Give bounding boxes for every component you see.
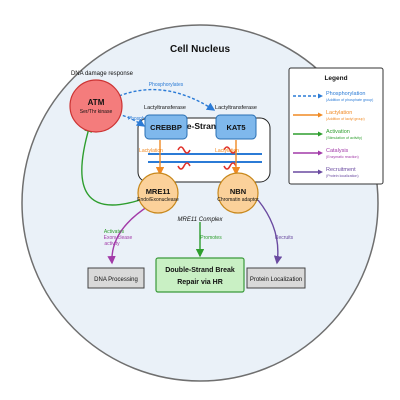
repair-line1: Double-Strand Break	[165, 267, 235, 274]
crebbp-role: Lactyltransferase	[144, 105, 186, 111]
mre11-node	[137, 172, 179, 214]
edge-label-promotes: Promotes	[200, 235, 222, 241]
dna-processing-box	[87, 267, 145, 289]
legend-desc-activation: (Stimulation of activity)	[326, 136, 362, 140]
edge-mre11-dna-processing	[107, 204, 151, 265]
legend-desc-phosphorylation: (Addition of phosphate group)	[326, 98, 373, 102]
legend-arrowhead-phosphorylation	[318, 93, 323, 99]
dna-break-left	[177, 146, 191, 170]
nbn-label: NBN	[230, 187, 246, 196]
repair-line2: Repair via HR	[177, 279, 223, 286]
mre11-label: MRE11	[146, 187, 171, 196]
dna-processing-label: DNA Processing	[94, 277, 138, 283]
legend-title: Legend	[324, 75, 347, 82]
nbn-sublabel: Chromatin adaptor	[217, 197, 259, 203]
legend-label-catalysis: Catalysis	[326, 148, 349, 154]
legend-label-phosphorylation: Phosphorylation	[326, 91, 365, 97]
edge-label-crebbp-lact: Lactylation	[139, 148, 163, 154]
edge-label-atm-kat5: Phosphorylates	[149, 82, 184, 88]
kat5-label: KAT5	[226, 123, 245, 132]
legend-label-lactylation: Lactylation	[326, 110, 352, 116]
dsb-box-label: Double-Strand Break	[163, 121, 248, 131]
kat5-node	[215, 114, 257, 140]
repair-box	[155, 257, 245, 293]
edge-label-activity: activity	[104, 241, 120, 247]
crebbp-node	[144, 114, 188, 140]
atm-context: DNA damage response	[71, 71, 134, 77]
complex-label: MRE11 Complex	[178, 217, 224, 223]
edge-label-recruits: Recruits	[275, 235, 294, 241]
edge-nbn-localization	[257, 199, 283, 265]
nucleus-title: Cell Nucleus	[170, 44, 230, 55]
legend-arrowhead-lactylation	[318, 112, 323, 118]
legend: Legend Phosphorylation(Addition of phosp…	[288, 67, 384, 185]
edge-label-exonuclease: Exonuclease	[104, 235, 133, 241]
edge-label-kat5-lact: Lactylation	[215, 148, 239, 154]
legend-arrowhead-recruitment	[318, 169, 323, 175]
protein-localization-box	[246, 267, 306, 289]
legend-desc-lactylation: (Addition of lactyl group)	[326, 117, 365, 121]
legend-arrowhead-catalysis	[318, 150, 323, 156]
atm-node	[69, 79, 123, 133]
protein-localization-label: Protein Localization	[250, 277, 302, 283]
legend-label-activation: Activation	[326, 129, 350, 135]
crebbp-label: CREBBP	[150, 123, 182, 132]
legend-box	[288, 67, 384, 185]
atm-label: ATM	[88, 98, 105, 107]
mre11-sublabel: Endo/Exonuclease	[137, 197, 179, 203]
kat5-role: Lactyltransferase	[215, 105, 257, 111]
dna-break-right	[223, 146, 237, 170]
legend-arrowhead-activation	[318, 131, 323, 137]
legend-label-recruitment: Recruitment	[326, 167, 356, 173]
nbn-node	[217, 172, 259, 214]
legend-desc-catalysis: (Enzymatic reaction)	[326, 155, 359, 159]
edge-mre11-atm	[81, 123, 141, 206]
edge-label-activates: Activates	[104, 229, 125, 235]
atm-sublabel: Ser/Thr kinase	[80, 109, 113, 115]
legend-desc-recruitment: (Protein localization)	[326, 174, 359, 178]
edge-atm-kat5	[109, 88, 216, 111]
